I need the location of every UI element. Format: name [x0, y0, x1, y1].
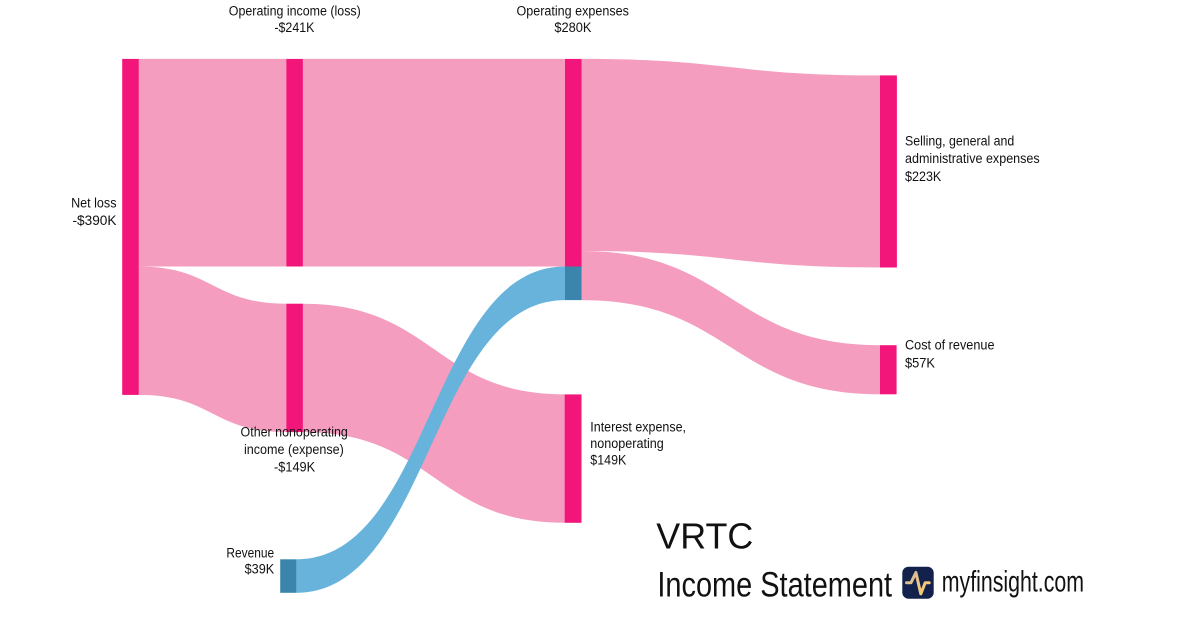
svg-text:Revenue: Revenue — [226, 545, 274, 560]
svg-text:$223K: $223K — [905, 169, 941, 184]
svg-text:myfinsight.com: myfinsight.com — [942, 566, 1084, 599]
svg-text:$57K: $57K — [905, 355, 935, 370]
svg-text:-$241K: -$241K — [274, 20, 314, 35]
svg-text:VRTC: VRTC — [656, 516, 753, 557]
svg-text:Operating income (loss): Operating income (loss) — [229, 3, 361, 18]
svg-text:Other nonoperating: Other nonoperating — [241, 424, 348, 439]
svg-text:income (expense): income (expense) — [244, 442, 344, 457]
svg-text:Selling, general and: Selling, general and — [905, 133, 1014, 148]
svg-text:administrative expenses: administrative expenses — [905, 151, 1040, 166]
svg-text:$149K: $149K — [590, 453, 626, 468]
svg-text:Cost of revenue: Cost of revenue — [905, 338, 995, 353]
svg-text:$39K: $39K — [245, 561, 275, 576]
svg-text:-$149K: -$149K — [274, 459, 315, 474]
svg-text:Net loss: Net loss — [71, 195, 117, 210]
svg-text:Interest expense,: Interest expense, — [590, 420, 686, 435]
svg-text:Income Statement: Income Statement — [657, 565, 892, 605]
svg-text:nonoperating: nonoperating — [590, 436, 664, 451]
svg-text:-$390K: -$390K — [73, 213, 117, 228]
svg-text:Operating expenses: Operating expenses — [517, 3, 630, 18]
svg-text:$280K: $280K — [554, 20, 591, 35]
